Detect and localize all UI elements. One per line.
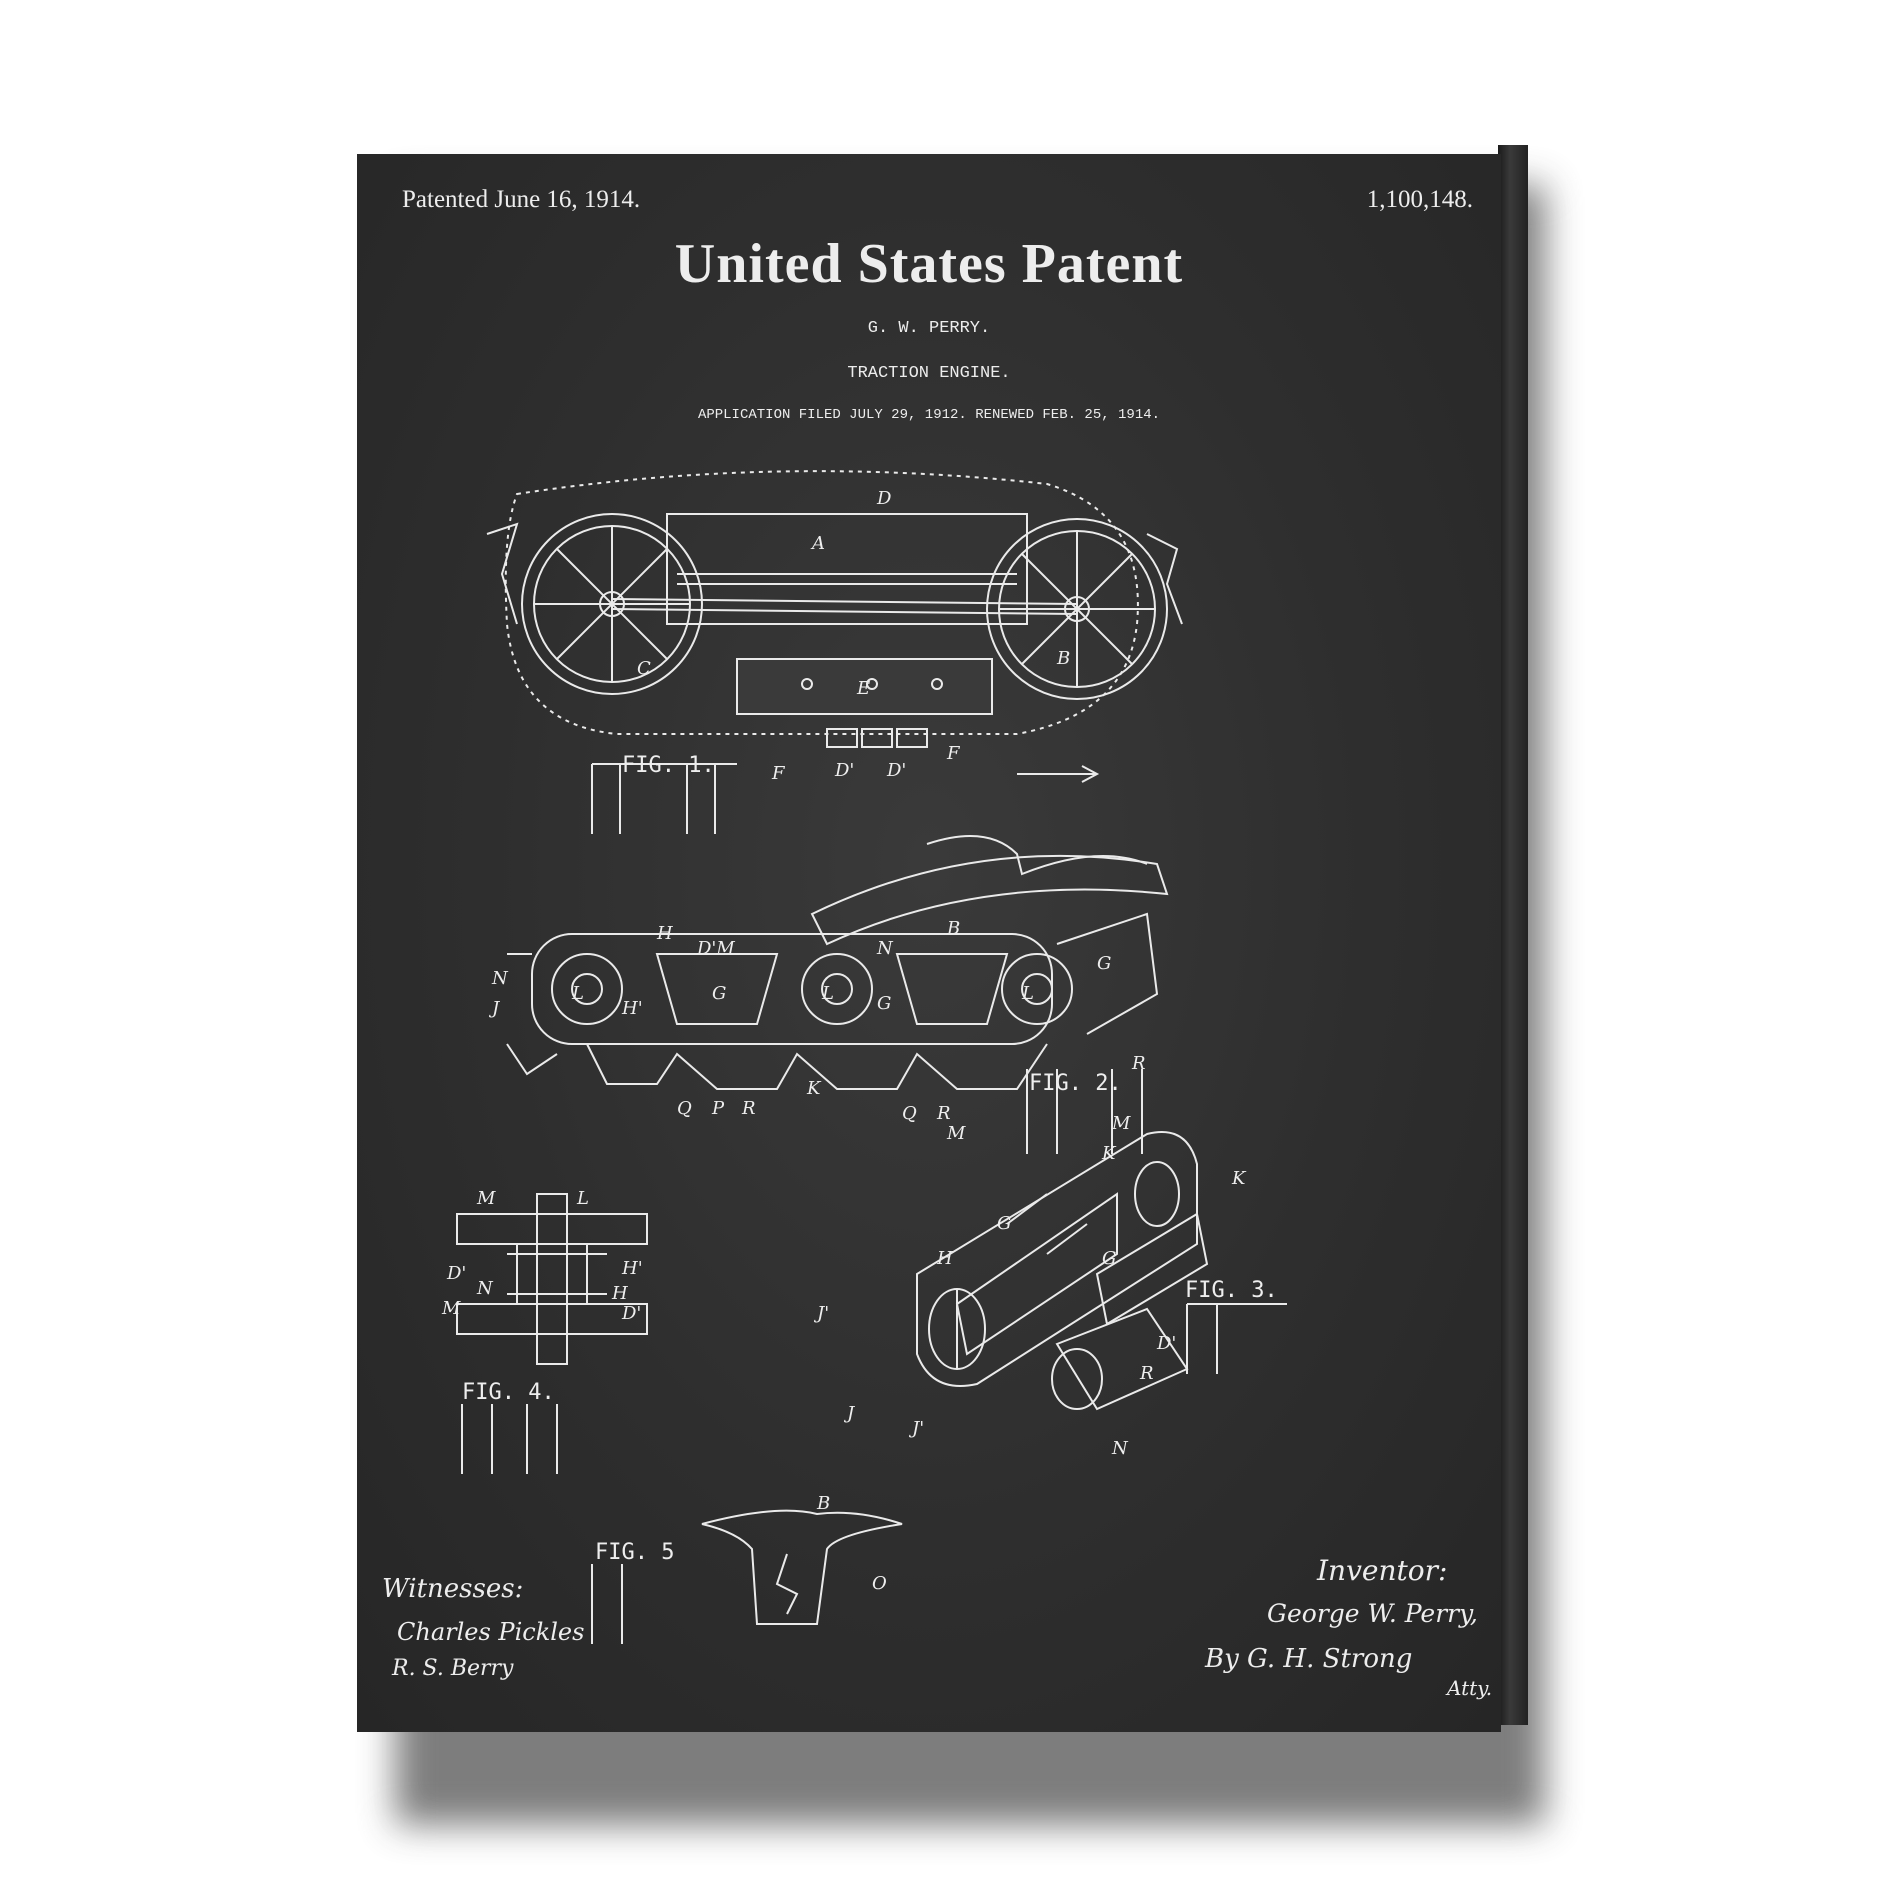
svg-text:A: A [810, 533, 825, 554]
svg-text:G: G [712, 983, 726, 1004]
figure-2-label: FIG. 2. [1029, 1071, 1122, 1096]
svg-text:R: R [741, 1098, 756, 1119]
patent-drawing: D A C B E F F D' D' FIG. 1. [441, 470, 1287, 1644]
svg-text:J: J [488, 998, 501, 1019]
witness-signature-2: R. S. Berry [392, 1656, 514, 1681]
svg-text:N: N [491, 968, 509, 989]
svg-text:D': D' [886, 760, 906, 781]
patent-subject: TRACTION ENGINE. [847, 364, 1011, 383]
patent-number: 1,100,148. [1366, 186, 1473, 213]
svg-text:J': J' [813, 1303, 829, 1324]
svg-text:B: B [816, 1493, 830, 1514]
svg-text:K: K [806, 1078, 822, 1099]
svg-text:D': D' [834, 760, 854, 781]
svg-text:R: R [936, 1103, 951, 1124]
svg-text:R: R [1139, 1363, 1154, 1384]
svg-text:D': D' [621, 1303, 641, 1324]
svg-text:L: L [576, 1188, 589, 1209]
svg-text:M: M [946, 1123, 966, 1144]
svg-text:Q: Q [902, 1103, 917, 1124]
svg-text:D'M: D'M [696, 938, 735, 959]
svg-text:N: N [476, 1278, 494, 1299]
svg-text:H: H [656, 923, 673, 944]
svg-text:G: G [1097, 953, 1111, 974]
svg-text:H: H [611, 1283, 628, 1304]
svg-text:F: F [771, 763, 786, 784]
patent-inventor-short: G. W. PERRY. [867, 319, 991, 338]
svg-text:K: K [1101, 1143, 1117, 1164]
svg-text:B: B [1056, 648, 1070, 669]
svg-text:G: G [997, 1213, 1011, 1234]
svg-text:E: E [856, 678, 870, 699]
figure-5-label: FIG. 5 [595, 1540, 674, 1565]
svg-text:K: K [1231, 1168, 1247, 1189]
inventor-signature: George W. Perry, [1267, 1599, 1478, 1628]
inventor-label: Inventor: [1317, 1554, 1448, 1587]
svg-text:O: O [872, 1573, 887, 1594]
svg-text:F: F [946, 743, 961, 764]
canvas-side-edge [1498, 145, 1528, 1725]
svg-text:M: M [1111, 1113, 1131, 1134]
figure-2-drawing: B N H D'M L L L H' G G G N J Q P R K Q R… [488, 835, 1169, 1154]
svg-text:J': J' [908, 1418, 924, 1439]
svg-text:L: L [571, 983, 584, 1004]
figure-4-drawing: M L D' N M H' H D' [441, 1188, 648, 1474]
figure-4-label: FIG. 4. [462, 1380, 555, 1405]
patent-date: Patented June 16, 1914. [402, 186, 641, 213]
svg-text:H': H' [621, 1258, 643, 1279]
svg-text:C: C [637, 658, 651, 679]
figure-1-drawing: D A C B E F F D' D' [486, 470, 1183, 834]
attorney-abbreviation: Atty. [1447, 1676, 1493, 1700]
svg-text:M: M [476, 1188, 496, 1209]
svg-text:Q: Q [677, 1098, 692, 1119]
witnesses-label: Witnesses: [382, 1574, 524, 1604]
canvas-print: Patented June 16, 1914. 1,100,148. Unite… [357, 154, 1501, 1732]
svg-text:J: J [843, 1403, 856, 1424]
svg-text:B: B [946, 918, 960, 939]
svg-text:P: P [711, 1098, 725, 1119]
svg-text:G: G [1102, 1248, 1116, 1269]
attorney-signature: By G. H. Strong [1205, 1644, 1413, 1674]
svg-text:H: H [936, 1248, 953, 1269]
svg-text:N: N [876, 938, 894, 959]
figure-3-drawing: M M K K G G H D' R J' J J' N [813, 1113, 1287, 1459]
svg-text:G: G [877, 993, 891, 1014]
svg-text:D: D [876, 488, 892, 509]
svg-text:M: M [441, 1298, 461, 1319]
svg-text:L: L [1021, 983, 1034, 1004]
svg-text:L: L [821, 983, 834, 1004]
svg-text:R: R [1131, 1053, 1146, 1074]
svg-text:H': H' [621, 998, 643, 1019]
svg-text:D': D' [446, 1263, 466, 1284]
patent-title: United States Patent [674, 233, 1184, 295]
svg-text:D': D' [1156, 1333, 1176, 1354]
figure-1-label: FIG. 1. [622, 753, 715, 778]
svg-text:N: N [1111, 1438, 1129, 1459]
witness-signature-1: Charles Pickles [397, 1618, 585, 1646]
figure-3-label: FIG. 3. [1185, 1278, 1278, 1303]
patent-application: APPLICATION FILED JULY 29, 1912. RENEWED… [697, 407, 1161, 423]
figure-5-drawing: B O [591, 1493, 903, 1644]
